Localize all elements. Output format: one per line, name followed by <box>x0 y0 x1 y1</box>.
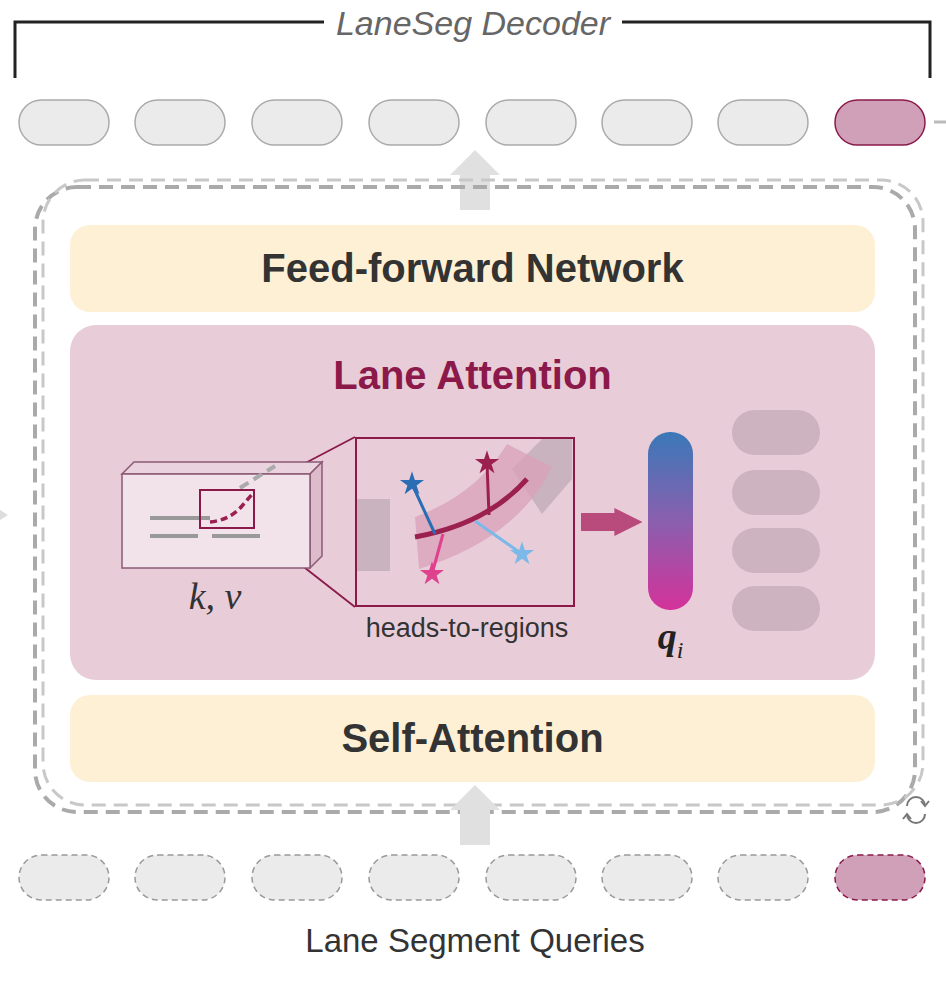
block-title: Feed-forward Network <box>261 246 683 291</box>
query-symbol: qi <box>623 614 718 664</box>
ffn-fill <box>70 225 875 312</box>
heads-to-regions-box: heads-to-regions <box>355 437 575 607</box>
node-label: k, v <box>120 574 310 618</box>
lane-attention-fill <box>70 325 875 680</box>
block-title: Self-Attention <box>341 716 603 761</box>
repeat-icon <box>903 797 929 823</box>
flow-arrow <box>581 513 620 531</box>
self-attention-fill <box>70 695 875 782</box>
ffn-box: Feed-forward Network <box>70 225 875 312</box>
self-attention-box: Self-Attention <box>70 695 875 782</box>
layer-outline <box>35 187 915 812</box>
flow-arrow <box>450 785 500 845</box>
kv-feature-map: k, v <box>120 460 325 570</box>
faded-queries <box>732 410 820 631</box>
lane-attention-box: Lane Attention k, v heads-to-regions qi <box>70 325 875 680</box>
layer-outline-back <box>43 180 923 805</box>
decoder-label: LaneSeg Decoder <box>324 4 622 43</box>
query-vector: qi <box>648 432 693 610</box>
query-bar <box>648 432 693 610</box>
caption-label: Lane Segment Queries <box>293 922 656 960</box>
feature-map-drawing <box>120 460 325 570</box>
block-title: Lane Attention <box>333 353 612 398</box>
region-illustration <box>357 439 572 604</box>
output-tokens <box>19 100 946 145</box>
node-label: heads-to-regions <box>327 613 607 644</box>
query-tokens <box>19 855 925 900</box>
side-arrow <box>0 510 8 520</box>
